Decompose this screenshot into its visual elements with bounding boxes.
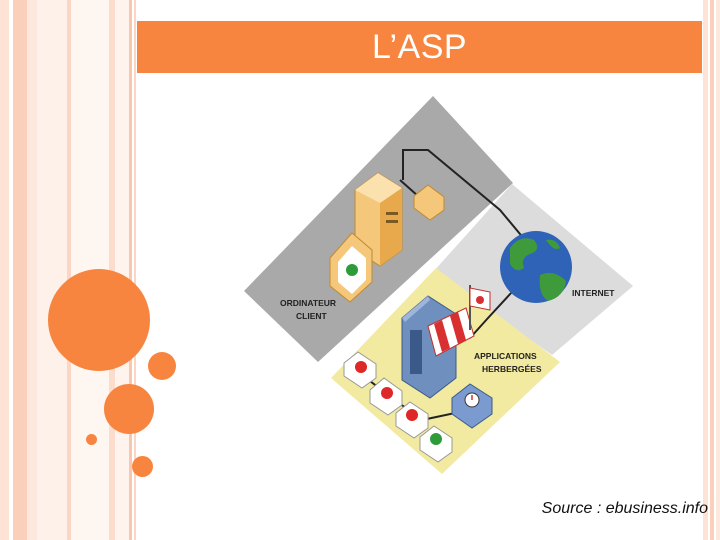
client-computer-icon [329, 172, 445, 303]
client-label-line1: ORDINATEUR [280, 298, 336, 308]
left-stripe-4 [27, 0, 37, 540]
app-server-icon [401, 285, 491, 399]
globe-icon [500, 231, 572, 303]
apps-label-line2: HERBERGÉES [482, 364, 542, 374]
app-button-3 [395, 401, 429, 439]
decorative-circle-medium [148, 352, 176, 380]
left-stripe-5 [37, 0, 67, 540]
internet-label: INTERNET [572, 288, 615, 298]
source-caption: Source : ebusiness.info [541, 500, 708, 517]
left-stripe-10 [129, 0, 132, 540]
app-button-1 [343, 351, 377, 389]
clock-icon [451, 383, 493, 429]
connection-line-apps [469, 291, 513, 339]
connection-line-hub [399, 179, 419, 197]
left-stripe-1 [0, 0, 9, 540]
client-label-line2: CLIENT [296, 311, 328, 321]
connection-line-network [402, 149, 526, 241]
right-stripe-2 [710, 0, 714, 540]
decorative-circle-small [132, 456, 153, 477]
app-button-4 [419, 425, 453, 463]
app-button-2 [369, 377, 403, 416]
left-stripe-3 [13, 0, 27, 540]
left-stripe-2 [9, 0, 13, 540]
decorative-circle-large [48, 269, 150, 371]
decorative-circle-medium-2 [104, 384, 154, 434]
title-bar: L’ASP [137, 21, 702, 73]
decorative-circle-tiny [86, 434, 97, 445]
apps-label-line1: APPLICATIONS [474, 351, 537, 361]
right-stripe-3 [716, 0, 720, 540]
left-stripe-11 [134, 0, 136, 540]
left-stripe-6 [67, 0, 71, 540]
slide-title: L’ASP [371, 28, 468, 66]
right-stripe-1 [703, 0, 708, 540]
